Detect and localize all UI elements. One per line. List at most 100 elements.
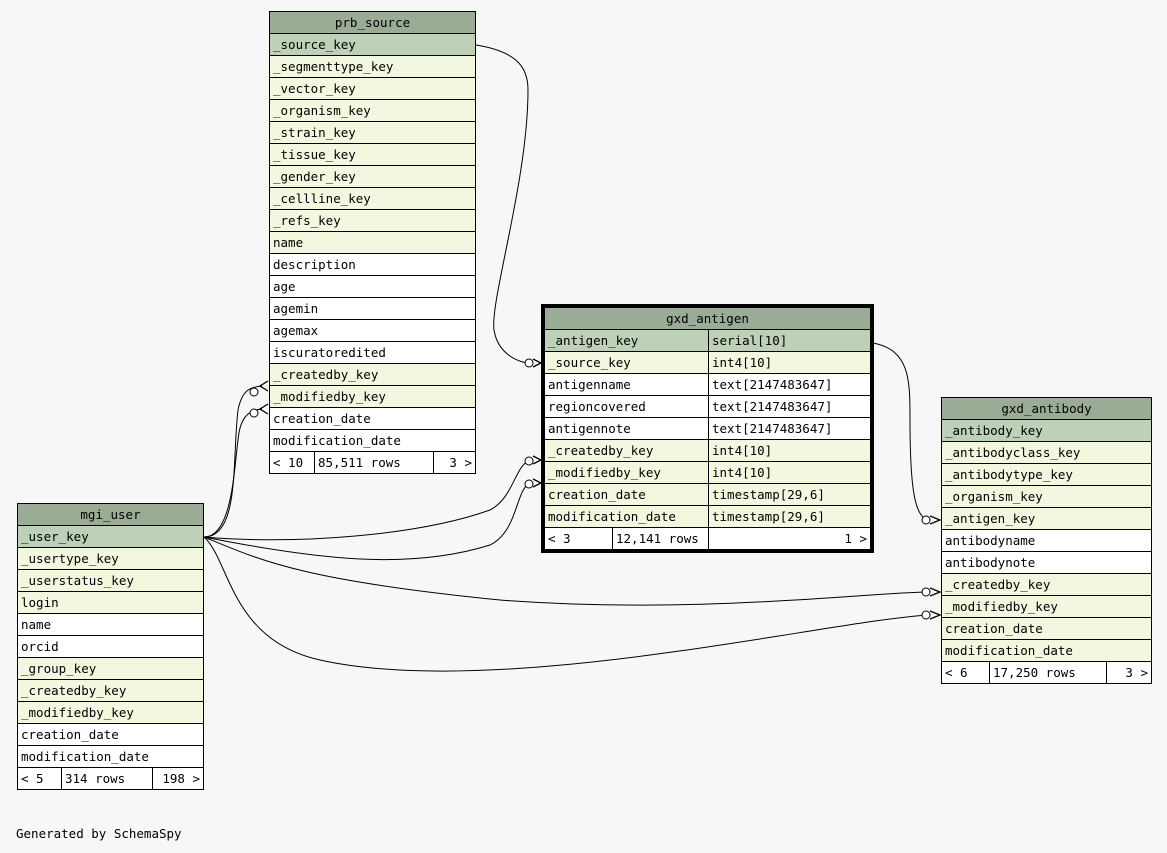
crows-foot bbox=[929, 610, 942, 620]
column-row[interactable]: _organism_key bbox=[269, 99, 476, 122]
column-row[interactable]: _antibodyclass_key bbox=[941, 441, 1152, 464]
column-name: _cellline_key bbox=[269, 187, 476, 210]
column-row[interactable]: iscuratoredited bbox=[269, 341, 476, 364]
table-gxd-antibody[interactable]: gxd_antibody _antibody_key_antibodyclass… bbox=[941, 397, 1152, 684]
column-row[interactable]: antibodyname bbox=[941, 529, 1152, 552]
edge-antigen-to-antibody bbox=[872, 342, 931, 521]
column-row[interactable]: _gender_key bbox=[269, 165, 476, 188]
column-row[interactable]: _source_key bbox=[269, 33, 476, 56]
column-row[interactable]: _modifiedby_key bbox=[269, 385, 476, 408]
column-name: _modifiedby_key bbox=[544, 461, 709, 484]
column-row[interactable]: orcid bbox=[17, 635, 204, 658]
table-prb-source[interactable]: prb_source _source_key_segmenttype_key_v… bbox=[269, 11, 476, 474]
table-mgi-user[interactable]: mgi_user _user_key_usertype_key_userstat… bbox=[17, 503, 204, 790]
table-footer: < 5 314 rows 198 > bbox=[17, 767, 204, 790]
column-name: _organism_key bbox=[269, 99, 476, 122]
column-row[interactable]: _tissue_key bbox=[269, 143, 476, 166]
row-count: 314 rows bbox=[61, 767, 153, 790]
column-name: regioncovered bbox=[544, 395, 709, 418]
parents-count[interactable]: < 10 bbox=[269, 451, 315, 474]
column-name: iscuratoredited bbox=[269, 341, 476, 364]
edge-user-to-source-createdby bbox=[203, 385, 263, 538]
column-row[interactable]: login bbox=[17, 591, 204, 614]
column-row[interactable]: name bbox=[17, 613, 204, 636]
column-row[interactable]: modification_date bbox=[941, 639, 1152, 662]
column-row[interactable]: _modifiedby_key bbox=[17, 701, 204, 724]
children-count[interactable]: 1 > bbox=[708, 527, 871, 550]
table-footer: < 6 17,250 rows 3 > bbox=[941, 661, 1152, 684]
column-row[interactable]: _antibodytype_key bbox=[941, 463, 1152, 486]
column-row[interactable]: _user_key bbox=[17, 525, 204, 548]
table-title[interactable]: prb_source bbox=[269, 11, 476, 34]
table-footer: < 10 85,511 rows 3 > bbox=[269, 451, 476, 474]
column-row[interactable]: _group_key bbox=[17, 657, 204, 680]
column-row[interactable]: _antibody_key bbox=[941, 419, 1152, 442]
crows-foot bbox=[532, 358, 543, 368]
table-title[interactable]: gxd_antigen bbox=[544, 307, 871, 330]
column-name: creation_date bbox=[269, 407, 476, 430]
table-title[interactable]: gxd_antibody bbox=[941, 397, 1152, 420]
edge-end-circle bbox=[249, 408, 259, 418]
column-name: name bbox=[17, 613, 204, 636]
column-row[interactable]: modification_date bbox=[269, 429, 476, 452]
column-row[interactable]: agemin bbox=[269, 297, 476, 320]
column-row[interactable]: _modifiedby_key bbox=[941, 595, 1152, 618]
column-row[interactable]: agemax bbox=[269, 319, 476, 342]
column-name: _antigen_key bbox=[544, 329, 709, 352]
parents-count[interactable]: < 3 bbox=[544, 527, 613, 550]
column-row[interactable]: _userstatus_key bbox=[17, 569, 204, 592]
column-row[interactable]: _createdby_key bbox=[269, 363, 476, 386]
column-row[interactable]: _usertype_key bbox=[17, 547, 204, 570]
row-count: 17,250 rows bbox=[989, 661, 1107, 684]
column-row[interactable]: _strain_key bbox=[269, 121, 476, 144]
column-row[interactable]: creation_date bbox=[269, 407, 476, 430]
column-row[interactable]: _refs_key bbox=[269, 209, 476, 232]
crows-foot bbox=[929, 587, 942, 597]
table-title[interactable]: mgi_user bbox=[17, 503, 204, 526]
column-name: creation_date bbox=[941, 617, 1152, 640]
column-row[interactable]: _organism_key bbox=[941, 485, 1152, 508]
children-count[interactable]: 3 > bbox=[1106, 661, 1152, 684]
column-row[interactable]: _antigen_key bbox=[941, 507, 1152, 530]
parents-count[interactable]: < 6 bbox=[941, 661, 990, 684]
column-row[interactable]: _segmenttype_key bbox=[269, 55, 476, 78]
column-name: modification_date bbox=[941, 639, 1152, 662]
column-row[interactable]: _cellline_key bbox=[269, 187, 476, 210]
crows-foot bbox=[258, 403, 269, 415]
column-row[interactable]: creation_date bbox=[17, 723, 204, 746]
children-count[interactable]: 198 > bbox=[152, 767, 204, 790]
column-name: _user_key bbox=[17, 525, 204, 548]
column-row[interactable]: creation_date bbox=[941, 617, 1152, 640]
column-name: _antibodytype_key bbox=[941, 463, 1152, 486]
column-row[interactable]: _createdby_key bbox=[941, 573, 1152, 596]
parents-count[interactable]: < 5 bbox=[17, 767, 62, 790]
crows-foot bbox=[258, 380, 269, 392]
crows-foot bbox=[532, 478, 543, 488]
column-row[interactable]: antibodynote bbox=[941, 551, 1152, 574]
column-name: _antibody_key bbox=[941, 419, 1152, 442]
column-row[interactable]: modification_date bbox=[17, 745, 204, 768]
column-row[interactable]: _createdby_key bbox=[17, 679, 204, 702]
column-row[interactable]: description bbox=[269, 253, 476, 276]
column-type: int4[10] bbox=[708, 461, 871, 484]
column-row[interactable]: _vector_key bbox=[269, 77, 476, 100]
column-row[interactable]: age bbox=[269, 275, 476, 298]
column-row[interactable]: name bbox=[269, 231, 476, 254]
column-name: _gender_key bbox=[269, 165, 476, 188]
column-name: _source_key bbox=[269, 33, 476, 56]
column-name: _userstatus_key bbox=[17, 569, 204, 592]
column-name: antigennote bbox=[544, 417, 709, 440]
column-name: _refs_key bbox=[269, 209, 476, 232]
children-count[interactable]: 3 > bbox=[433, 451, 476, 474]
